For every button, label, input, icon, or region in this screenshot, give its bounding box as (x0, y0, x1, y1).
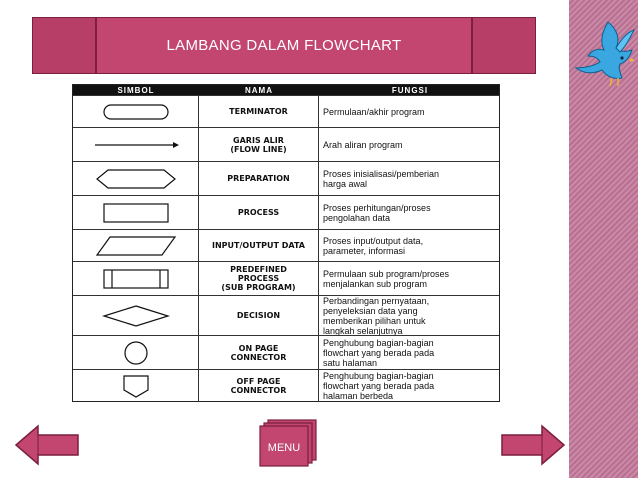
banner-right-segment (471, 18, 535, 73)
table-row: GARIS ALIR (FLOW LINE) Arah aliran progr… (73, 127, 499, 161)
terminator-icon (102, 103, 169, 120)
process-icon (102, 202, 169, 223)
function-cell: Permulaan sub program/proses menjalankan… (323, 268, 450, 289)
table-row: PROCESS Proses perhitungan/proses pengol… (73, 195, 499, 229)
symbol-cell (73, 96, 199, 127)
name-cell: GARIS ALIR (FLOW LINE) (199, 128, 319, 161)
decision-icon (101, 304, 170, 327)
page-title: LAMBANG DALAM FLOWCHART (166, 37, 402, 54)
function-cell: Permulaan/akhir program (323, 106, 425, 117)
table-row: DECISION Perbandingan pernyataan, penyel… (73, 295, 499, 335)
name-cell: DECISION (199, 296, 319, 335)
decorative-side-strip (569, 0, 638, 478)
name-cell: OFF PAGE CONNECTOR (199, 370, 319, 402)
flow-line-icon (94, 141, 179, 148)
preparation-icon (95, 168, 176, 189)
symbol-cell (73, 336, 199, 369)
function-cell: Perbandingan pernyataan, penyeleksian da… (323, 296, 430, 335)
symbol-cell (73, 370, 199, 402)
input-output-icon (95, 235, 176, 256)
symbol-cell (73, 196, 199, 229)
table-row: PREDEFINED PROCESS (SUB PROGRAM) Permula… (73, 261, 499, 295)
table-row: INPUT/OUTPUT DATA Proses input/output da… (73, 229, 499, 261)
flowchart-symbol-table: SIMBOL NAMA FUNGSI TERMINATOR Permulaan/… (72, 84, 500, 402)
function-cell: Proses perhitungan/proses pengolahan dat… (323, 202, 431, 223)
on-page-connector-icon (123, 340, 148, 365)
name-cell: ON PAGE CONNECTOR (199, 336, 319, 369)
table-header: SIMBOL NAMA FUNGSI (73, 85, 499, 95)
title-banner: LAMBANG DALAM FLOWCHART (32, 17, 536, 74)
table-row: TERMINATOR Permulaan/akhir program (73, 95, 499, 127)
off-page-connector-icon (122, 375, 149, 398)
name-cell: PREDEFINED PROCESS (SUB PROGRAM) (199, 262, 319, 295)
menu-label[interactable]: MENU (267, 442, 301, 454)
table-row: OFF PAGE CONNECTOR Penghubung bagian-bag… (73, 369, 499, 402)
function-cell: Penghubung bagian-bagian flowchart yang … (323, 371, 435, 401)
arrow-right-icon[interactable] (500, 424, 566, 466)
symbol-cell (73, 128, 199, 161)
name-cell: PROCESS (199, 196, 319, 229)
table-row: PREPARATION Proses inisialisasi/pemberia… (73, 161, 499, 195)
function-cell: Penghubung bagian-bagian flowchart yang … (323, 337, 435, 368)
banner-left-segment (33, 18, 97, 73)
menu-button[interactable] (258, 419, 320, 467)
column-header-fungsi: FUNGSI (391, 85, 429, 95)
symbol-cell (73, 162, 199, 195)
predefined-process-icon (102, 268, 169, 289)
function-cell: Proses input/output data, parameter, inf… (323, 235, 424, 256)
symbol-cell (73, 296, 199, 335)
symbol-cell (73, 262, 199, 295)
column-header-simbol: SIMBOL (117, 85, 155, 95)
table-row: ON PAGE CONNECTOR Penghubung bagian-bagi… (73, 335, 499, 369)
name-cell: INPUT/OUTPUT DATA (199, 230, 319, 261)
bird-icon (574, 21, 635, 87)
column-header-nama: NAMA (245, 85, 273, 95)
name-cell: TERMINATOR (199, 96, 319, 127)
arrow-left-icon[interactable] (14, 424, 80, 466)
function-cell: Proses inisialisasi/pemberian harga awal (323, 168, 440, 189)
symbol-cell (73, 230, 199, 261)
function-cell: Arah aliran program (323, 139, 403, 150)
name-cell: PREPARATION (199, 162, 319, 195)
